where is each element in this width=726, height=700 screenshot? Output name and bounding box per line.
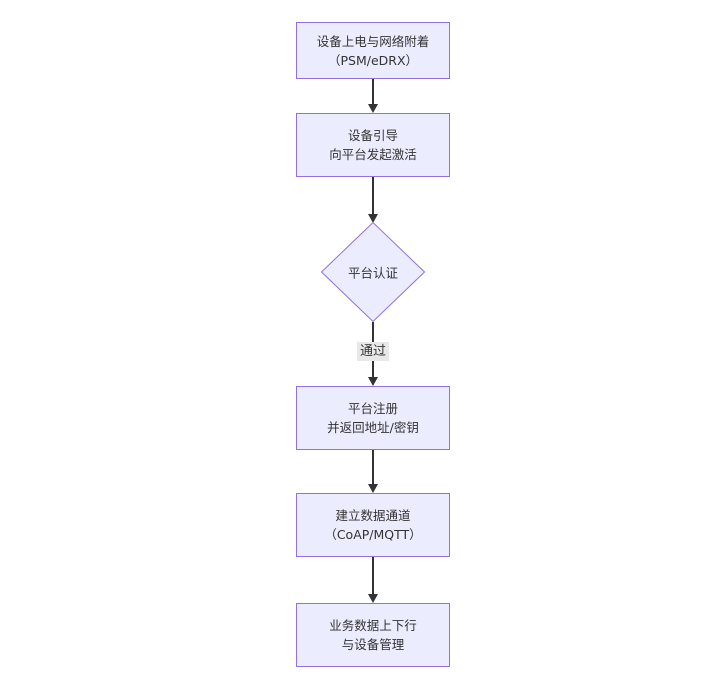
node-label-line: 向平台发起激活 (329, 147, 417, 162)
arrowhead-down-icon (368, 377, 378, 386)
edge-label-pass: 通过 (356, 342, 390, 361)
node-label-line: 并返回地址/密钥 (327, 420, 419, 435)
node-label-line: （CoAP/MQTT） (324, 527, 422, 542)
flowchart-node-data-channel: 建立数据通道 （CoAP/MQTT） (296, 493, 450, 557)
node-label-line: （PSM/eDRX） (327, 52, 419, 68)
flowchart-node-register: 平台注册 并返回地址/密钥 (296, 386, 450, 450)
arrowhead-down-icon (368, 104, 378, 113)
edge-line (372, 79, 374, 104)
flowchart-decision-auth (321, 222, 425, 322)
arrowhead-down-icon (368, 484, 378, 493)
node-label-line: 与设备管理 (341, 637, 405, 652)
flowchart-node-power-attach: 设备上电与网络附着 （PSM/eDRX） (296, 22, 450, 79)
node-label-line: 平台注册 (347, 401, 398, 416)
arrowhead-down-icon (368, 214, 378, 223)
edge-line (372, 177, 374, 215)
node-label-line: 设备引导 (347, 128, 398, 143)
node-label-line: 建立数据通道 (335, 508, 411, 523)
flowchart-node-bootstrap: 设备引导 向平台发起激活 (296, 113, 450, 177)
node-label-line: 业务数据上下行 (329, 618, 417, 633)
decision-label: 平台认证 (347, 265, 399, 281)
flowchart-node-business-mgmt: 业务数据上下行 与设备管理 (296, 603, 450, 667)
node-label-line: 设备上电与网络附着 (316, 33, 430, 49)
arrowhead-down-icon (368, 594, 378, 603)
edge-line (372, 450, 374, 485)
edge-line (372, 557, 374, 595)
